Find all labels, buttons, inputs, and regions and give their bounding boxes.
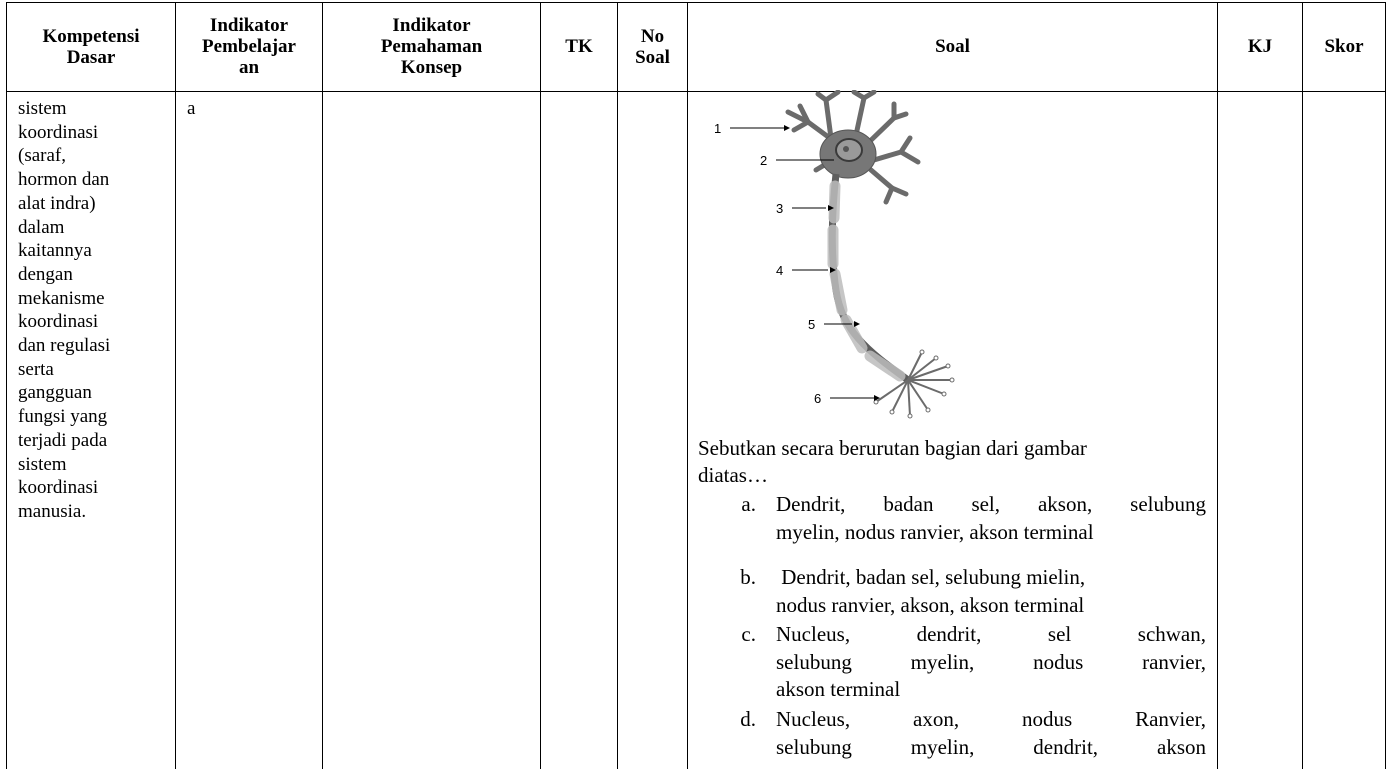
figure-label: 6 [814, 391, 821, 406]
stem-line: diatas… [698, 463, 768, 487]
header-text: KJ [1247, 36, 1273, 57]
option-line: akson terminal [776, 677, 901, 701]
option-line: Dendrit, badan sel, akson, selubung [776, 492, 1206, 516]
col-border [540, 2, 541, 769]
figure-label: 1 [714, 121, 721, 136]
cell-line: sistem [18, 453, 67, 475]
cell-line: kaitannya [18, 240, 92, 262]
header-text: Skor [1324, 36, 1364, 57]
cell-line: alat indra) [18, 192, 96, 214]
option-line: Nucleus, axon, nodus Ranvier, [776, 707, 1206, 731]
header-text: Soal [635, 46, 670, 68]
col-border [6, 2, 7, 769]
figure-label: 5 [808, 317, 815, 332]
col-border [1385, 2, 1386, 769]
col-border [1217, 2, 1218, 769]
header-skor: Skor [1303, 2, 1385, 91]
header-text: TK [565, 36, 593, 57]
header-text: Pembelajar [202, 36, 296, 57]
figure-label: 4 [776, 263, 783, 278]
header-text: Soal [935, 36, 970, 57]
option-line: selubung myelin, dendrit, akson [776, 734, 1206, 759]
header-text: No [640, 25, 665, 47]
option-text: Dendrit, badan sel, selubung mielin, nod… [776, 564, 1206, 619]
assessment-table: Kompetensi Dasar Indikator Pembelajar an… [6, 2, 1386, 769]
cell-line: manusia. [18, 500, 87, 522]
option-line: nodus ranvier, akson, akson terminal [776, 592, 1085, 617]
header-text: Dasar [66, 46, 116, 68]
cell-line: dan regulasi [18, 335, 111, 357]
col-border [175, 2, 176, 769]
option-line: Dendrit, badan sel, selubung mielin, [776, 565, 1086, 589]
header-bottom-border [6, 91, 1386, 92]
header-tk: TK [541, 2, 617, 91]
option-line: Nucleus, dendrit, sel schwan, [776, 622, 1206, 646]
cell-line: koordinasi [18, 477, 99, 499]
header-kompetensi-dasar: Kompetensi Dasar [7, 2, 175, 91]
header-kj: KJ [1218, 2, 1302, 91]
indikator-pembelajaran-cell: a [187, 98, 196, 119]
figure-label: 2 [760, 153, 767, 168]
cell-line: dengan [18, 263, 73, 285]
header-text: Indikator [392, 15, 471, 36]
header-text: an [238, 57, 260, 78]
option-line: myelin, nodus ranvier, akson terminal [776, 519, 1094, 544]
stem-line: Sebutkan secara berurutan bagian dari ga… [698, 436, 1087, 460]
cell-line: koordinasi [18, 121, 99, 143]
kompetensi-dasar-cell: sistem koordinasi (saraf, hormon dan ala… [18, 97, 168, 524]
col-border [687, 2, 688, 769]
cell-line: dalam [18, 216, 65, 238]
cell-line: sistem [18, 98, 67, 119]
option-text: Nucleus, dendrit, sel schwan, selubung m… [776, 621, 1206, 704]
cell-line: koordinasi [18, 311, 99, 333]
cell-line: (saraf, [18, 145, 66, 167]
question-stem: Sebutkan secara berurutan bagian dari ga… [698, 435, 1228, 489]
header-indikator-pembelajaran: Indikator Pembelajar an [176, 2, 322, 91]
col-border [322, 2, 323, 769]
option-label: a. [741, 492, 756, 516]
cell-line: fungsi yang [18, 406, 108, 428]
option-text: Dendrit, badan sel, akson, selubung myel… [776, 491, 1206, 546]
cell-line: hormon dan [18, 169, 110, 191]
header-soal: Soal [688, 2, 1217, 91]
header-text: Indikator [209, 15, 289, 36]
option-line: selubung myelin, nodus ranvier, [776, 649, 1206, 674]
cell-line: gangguan [18, 382, 92, 404]
header-indikator-pemahaman-konsep: Indikator Pemahaman Konsep [323, 2, 540, 91]
header-text: Konsep [400, 57, 463, 78]
header-text: Kompetensi [42, 25, 140, 47]
col-border [617, 2, 618, 769]
table-top-border [6, 2, 1386, 3]
option-label: d. [740, 707, 756, 731]
option-label: c. [741, 622, 756, 646]
option-label: b. [740, 565, 756, 589]
col-border [1302, 2, 1303, 769]
cell-line: terjadi pada [18, 429, 108, 451]
header-no-soal: No Soal [618, 2, 687, 91]
option-text: Nucleus, axon, nodus Ranvier, selubung m… [776, 706, 1206, 761]
cell-line: mekanisme [18, 287, 105, 309]
neuron-diagram: 1 2 3 4 5 6 [714, 90, 955, 419]
question-block: Sebutkan secara berurutan bagian dari ga… [698, 435, 1228, 489]
figure-label: 3 [776, 201, 783, 216]
header-text: Pemahaman [380, 36, 483, 57]
cell-line: serta [18, 358, 54, 380]
